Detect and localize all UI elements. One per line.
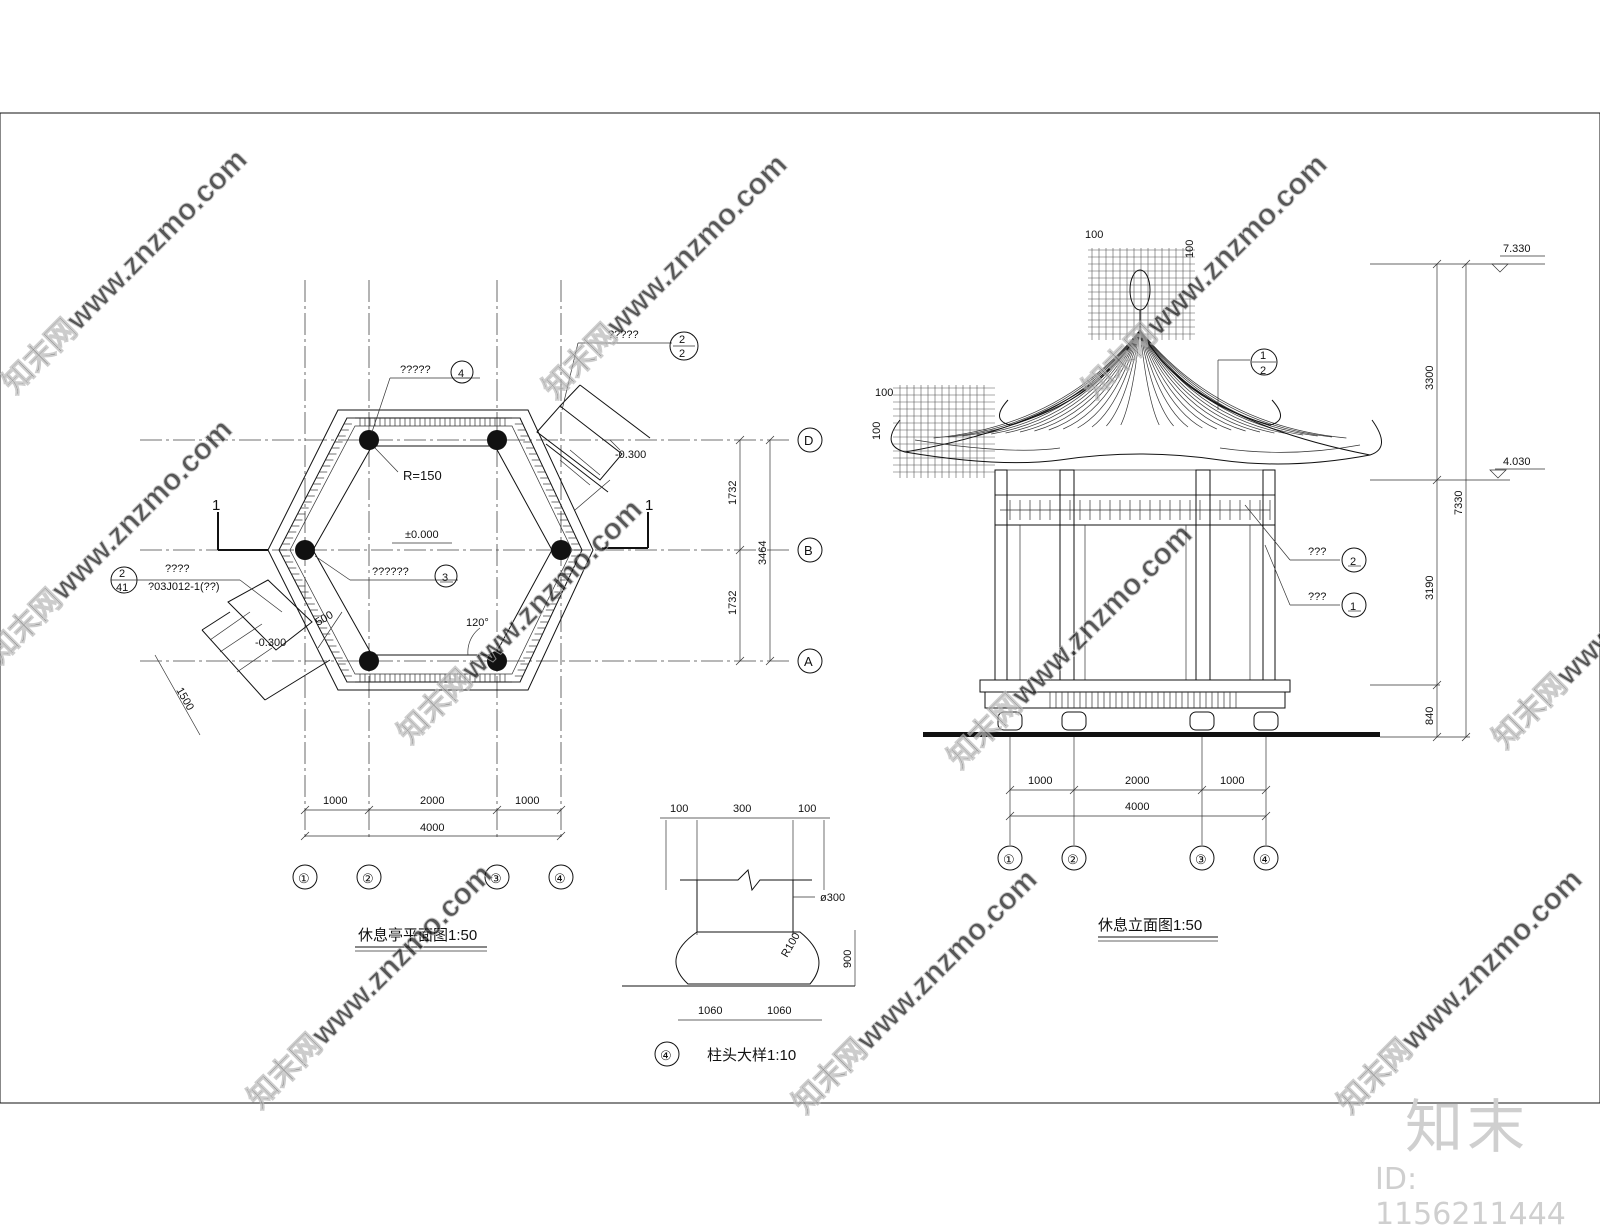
- elev-dim-1000b: 1000: [1220, 775, 1244, 787]
- detail-dim-100b: 100: [798, 803, 816, 815]
- ref-bubble: [669, 331, 699, 361]
- column-dot: [551, 540, 571, 560]
- detail-dim-1060a: 1060: [698, 1005, 722, 1017]
- watermark-text: 知末网www.znzmo.com: [0, 143, 254, 400]
- ref-bubble: [434, 564, 458, 588]
- elev-dim-4000: 4000: [1125, 801, 1149, 813]
- detail-radius: R100: [779, 931, 803, 960]
- elev-dim-2000: 2000: [1125, 775, 1149, 787]
- site-logo: 知末: [1405, 1093, 1530, 1161]
- plan-radius-label: R=150: [403, 468, 442, 483]
- detail-dim-900: 900: [842, 950, 854, 968]
- detail-dim-300: 300: [733, 803, 751, 815]
- elev-level-mid: 4.030: [1503, 456, 1531, 468]
- watermark-layer: 知末网www.znzmo.com 知末网www.znzmo.com 知末网www…: [0, 142, 1600, 1120]
- plan-level-center: ±0.000: [405, 529, 439, 541]
- plan-axis-1: ①: [298, 871, 310, 886]
- detail-dia: ø300: [820, 892, 845, 904]
- elev-dim-3190: 3190: [1424, 576, 1436, 600]
- section-mark-left: 1: [212, 497, 220, 514]
- elev-level-top: 7.330: [1503, 243, 1531, 255]
- elev-dim-7330: 7330: [1453, 491, 1465, 515]
- plan-dim-1000a: 1000: [323, 795, 347, 807]
- detail-dim-100a: 100: [670, 803, 688, 815]
- elev-side-100a: 100: [875, 387, 893, 399]
- elevation-view: 1000 2000 1000 4000 ① ② ③ ④ 3300 3190 84…: [871, 229, 1545, 942]
- plan-dim-1732b: 1732: [727, 591, 739, 615]
- plan-view: 1 1 R=150 ±0.000 -0.300 -0.300 120° ????…: [110, 280, 823, 952]
- column-dot: [487, 651, 507, 671]
- plan-title: 休息亭平面图1:50: [358, 926, 477, 944]
- watermark-text: 知末网www.znzmo.com: [537, 148, 794, 405]
- column-dot: [359, 430, 379, 450]
- image-id: ID: 1156211444: [1375, 1162, 1566, 1232]
- plan-left-ref-bottom: 41: [116, 582, 128, 594]
- elev-axis-4: ④: [1259, 852, 1271, 867]
- elev-axis-2: ②: [1067, 852, 1079, 867]
- watermark-text: 知末网www.znzmo.com: [1487, 498, 1600, 755]
- plan-center-note: ??????: [372, 566, 409, 578]
- elev-top-ref-a: 1: [1260, 350, 1266, 362]
- plan-right-ref-top: 2: [679, 334, 685, 346]
- plan-dim-3464: 3464: [757, 541, 769, 565]
- section-mark-right: 1: [645, 497, 653, 514]
- plan-level-step-right: -0.300: [615, 449, 646, 461]
- elev-dim-840: 840: [1424, 707, 1436, 725]
- plan-left-ref-top: 2: [119, 568, 125, 580]
- detail-title: 柱头大样1:10: [707, 1047, 796, 1064]
- plan-dim-2000: 2000: [420, 795, 444, 807]
- column-detail: 100 300 100 ø300 R100 900 1060 1060 ④ 柱头…: [622, 803, 856, 1067]
- elev-note1: ???: [1308, 546, 1326, 558]
- watermark-text: 知末网www.znzmo.com: [1077, 148, 1334, 405]
- elev-top-100b: 100: [1184, 240, 1196, 258]
- plan-right-note: ?????: [608, 329, 639, 341]
- ref-bubble: [450, 360, 474, 384]
- plan-left-note-a: ????: [165, 563, 189, 575]
- plan-dim-1000b: 1000: [515, 795, 539, 807]
- plan-top-ref: 4: [458, 368, 464, 380]
- plan-axis-2: ②: [362, 871, 374, 886]
- elev-top-100a: 100: [1085, 229, 1103, 241]
- elev-dim-3300: 3300: [1424, 366, 1436, 390]
- plan-top-note: ?????: [400, 364, 431, 376]
- column-dot: [487, 430, 507, 450]
- plan-axis-d: D: [804, 433, 813, 448]
- plan-axis-a: A: [804, 654, 813, 669]
- plan-dim-1732a: 1732: [727, 481, 739, 505]
- plan-level-step-left: -0.300: [255, 637, 286, 649]
- plan-axis-4: ④: [554, 871, 566, 886]
- plan-dim-4000: 4000: [420, 822, 444, 834]
- plan-dim-500: 500: [314, 609, 336, 629]
- plan-axis-b: B: [804, 543, 813, 558]
- elev-axis-1: ①: [1003, 852, 1015, 867]
- elev-axis-3: ③: [1195, 852, 1207, 867]
- watermark-text: 知末网www.znzmo.com: [242, 858, 499, 1115]
- elev-top-ref-b: 2: [1260, 365, 1266, 377]
- drawing-frame: [0, 112, 1600, 1104]
- plan-right-ref-bottom: 2: [679, 348, 685, 360]
- elev-side-100b: 100: [871, 422, 883, 440]
- plan-center-ref: 3: [442, 572, 448, 584]
- detail-dim-1060b: 1060: [767, 1005, 791, 1017]
- plan-left-note-b: ?03J012-1(??): [148, 581, 220, 593]
- column-dot: [295, 540, 315, 560]
- elev-note2: ???: [1308, 591, 1326, 603]
- detail-number: ④: [660, 1048, 672, 1063]
- plan-angle-label: 120°: [466, 617, 489, 629]
- column-dot: [359, 651, 379, 671]
- plan-dim-1500: 1500: [173, 686, 196, 713]
- plan-axis-3: ③: [490, 871, 502, 886]
- elev-note1-ref: 2: [1350, 556, 1356, 568]
- elev-note2-ref: 1: [1350, 601, 1356, 613]
- elev-dim-1000a: 1000: [1028, 775, 1052, 787]
- elev-title: 休息立面图1:50: [1098, 917, 1202, 934]
